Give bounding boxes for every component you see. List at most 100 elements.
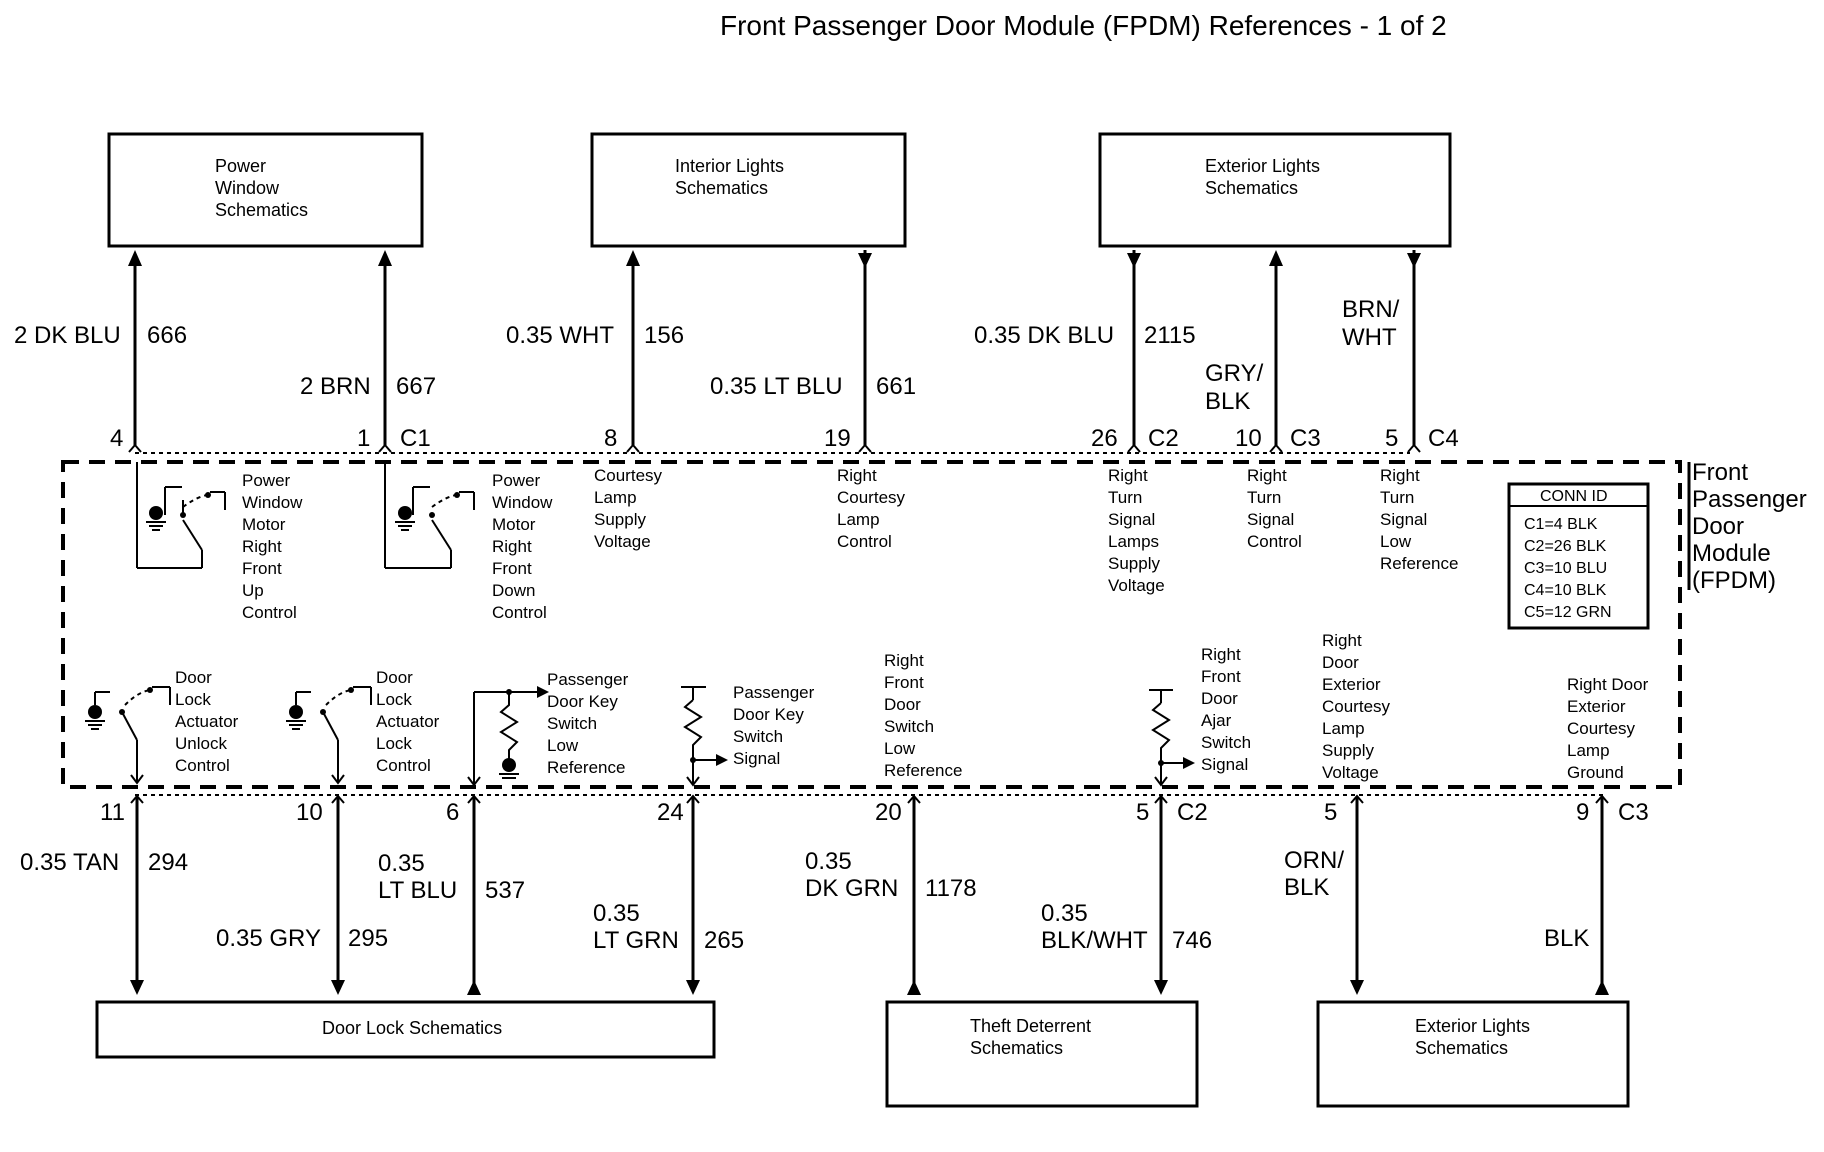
desc-line: Motor: [242, 515, 286, 534]
pin-number: 24: [657, 799, 684, 826]
fpdm-module-boundary: [61, 460, 1682, 789]
arrow-down-icon: [331, 980, 345, 995]
wire-537: 6 0.35 LT BLU 537: [378, 794, 525, 995]
desc-line: Actuator: [175, 712, 239, 731]
desc-line: Lamp: [594, 488, 637, 507]
power-window-label-2: Window: [215, 178, 280, 198]
wire-1178: 20 0.35 DK GRN 1178: [805, 794, 977, 995]
desc-gry-blk: Right Turn Signal Control: [1247, 466, 1302, 551]
interior-lights-label: Interior Lights: [675, 156, 784, 176]
desc-line: Actuator: [376, 712, 440, 731]
conn-id-table: CONN ID C1=4 BLK C2=26 BLK C3=10 BLU C4=…: [1507, 482, 1650, 630]
pin-number: 5: [1136, 799, 1149, 826]
desc-line: Passenger: [547, 670, 629, 689]
desc-orn-blk: Right Door Exterior Courtesy Lamp Supply…: [1322, 631, 1391, 782]
desc-line: Turn: [1247, 488, 1281, 507]
desc-line: Signal: [733, 749, 780, 768]
door-lock-box: Door Lock Schematics: [95, 1000, 716, 1059]
desc-line: Door Key: [733, 705, 804, 724]
arrow-down-icon: [1127, 253, 1141, 268]
desc-line: Front: [242, 559, 282, 578]
desc-line: Window: [242, 493, 303, 512]
wire-666: 2 DK BLU 666 4: [14, 250, 187, 453]
pin-number: 26: [1091, 425, 1118, 452]
desc-line: Power: [242, 471, 291, 490]
pin-number: 5: [1385, 425, 1398, 452]
exterior-lights-bottom-label: Exterior Lights: [1415, 1016, 1530, 1036]
wire-color-label: WHT: [1342, 324, 1397, 351]
wire-color-label: BLK: [1205, 388, 1250, 415]
arrow-right-icon: [1183, 757, 1195, 769]
circuit-number: 294: [148, 849, 188, 876]
wire-746: 5 C2 0.35 BLK/WHT 746: [1041, 794, 1212, 995]
desc-line: Right Door: [1567, 675, 1649, 694]
door-ajar-switch: [1149, 689, 1195, 787]
wire-265: 24 0.35 LT GRN 265: [593, 794, 744, 995]
ground-icon: [398, 506, 412, 520]
wire-color-label: BLK/WHT: [1041, 927, 1148, 954]
pin-number: 5: [1324, 799, 1337, 826]
interior-lights-box: Interior Lights Schematics: [590, 132, 907, 248]
desc-line: Power: [492, 471, 541, 490]
wire-color-label: 0.35 GRY: [216, 925, 321, 952]
desc-brn-wht: Right Turn Signal Low Reference: [1380, 466, 1458, 573]
desc-line: Right: [1201, 645, 1241, 664]
desc-746: Right Front Door Ajar Switch Signal: [1201, 645, 1251, 774]
wire-color-label: 0.35: [378, 850, 425, 877]
desc-line: Ajar: [1201, 711, 1232, 730]
desc-ground-blk: Right Door Exterior Courtesy Lamp Ground: [1567, 675, 1649, 782]
circuit-number: 1178: [925, 875, 977, 902]
pin-number: 11: [100, 799, 125, 826]
desc-line: Lamp: [1567, 741, 1610, 760]
power-window-label: Power: [215, 156, 266, 176]
arrow-down-icon: [130, 980, 144, 995]
desc-line: Exterior: [1567, 697, 1626, 716]
arrow-down-icon: [1407, 253, 1421, 268]
desc-line: Control: [242, 603, 297, 622]
arrow-down-icon: [1154, 980, 1168, 995]
desc-line: Signal: [1201, 755, 1248, 774]
arrow-up-icon: [378, 250, 392, 266]
wire-blk: 9 C3 BLK: [1544, 794, 1649, 995]
desc-line: Right: [884, 651, 924, 670]
desc-2115: Right Turn Signal Lamps Supply Voltage: [1108, 466, 1165, 595]
key-switch-signal: [681, 686, 728, 787]
circuit-number: 2115: [1144, 322, 1196, 349]
wire-color-label: LT BLU: [378, 877, 457, 904]
wire-color-label: DK GRN: [805, 875, 898, 902]
door-unlock-switch: [85, 686, 171, 785]
arrow-up-icon: [128, 250, 142, 266]
pin-number: 8: [604, 425, 617, 452]
pin-number: 10: [296, 799, 323, 826]
module-label-line-1: Front: [1692, 459, 1748, 486]
desc-line: Courtesy: [1322, 697, 1391, 716]
desc-line: Down: [492, 581, 535, 600]
module-label-line-2: Passenger: [1692, 486, 1807, 513]
circuit-number: 265: [704, 927, 744, 954]
desc-line: Right: [242, 537, 282, 556]
desc-line: Front: [884, 673, 924, 692]
conn-id-row: C5=12 GRN: [1524, 604, 1612, 621]
desc-line: Reference: [884, 761, 962, 780]
desc-1178: Right Front Door Switch Low Reference: [884, 651, 962, 780]
circuit-number: 295: [348, 925, 388, 952]
wire-295: 10 0.35 GRY 295: [216, 794, 388, 995]
wire-661: 0.35 LT BLU 661 19: [710, 250, 916, 453]
theft-deterrent-label-2: Schematics: [970, 1038, 1063, 1058]
connector-id: C3: [1290, 425, 1321, 452]
pin-number: 19: [824, 425, 851, 452]
wire-color-label: GRY/: [1205, 360, 1264, 387]
pin-number: 6: [446, 799, 459, 826]
wire-color-label: 2 DK BLU: [14, 322, 121, 349]
desc-line: Passenger: [733, 683, 815, 702]
wire-color-label: LT GRN: [593, 927, 679, 954]
circuit-number: 667: [396, 373, 436, 400]
module-label-line-4: Module: [1692, 540, 1771, 567]
conn-id-header: CONN ID: [1540, 488, 1608, 505]
desc-line: Door: [175, 668, 212, 687]
wire-color-label: 0.35 DK BLU: [974, 322, 1114, 349]
wire-color-label: 0.35 TAN: [20, 849, 119, 876]
wire-color-label: BLK: [1284, 874, 1329, 901]
desc-line: Turn: [1380, 488, 1414, 507]
desc-line: Supply: [1322, 741, 1374, 760]
